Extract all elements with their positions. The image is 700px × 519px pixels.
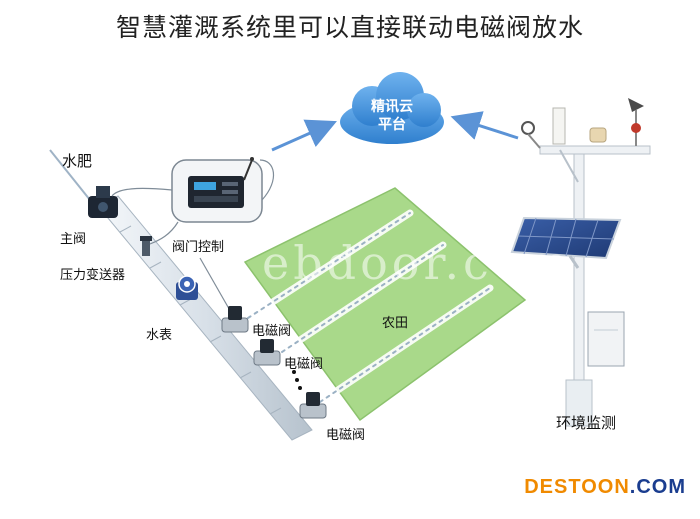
label-main-valve: 主阀 <box>60 232 87 247</box>
valve-icon <box>253 339 281 366</box>
more-valves-dots <box>292 370 302 390</box>
valve-icon <box>221 306 249 333</box>
label-solenoid-valve-3: 电磁阀 <box>326 428 366 443</box>
antenna-icon <box>243 157 254 181</box>
drip-lines <box>244 209 494 406</box>
label-valve-control: 阀门控制 <box>172 240 225 255</box>
watermark: ebdoor.com <box>262 236 573 290</box>
label-water-fertilizer: 水肥 <box>62 152 93 170</box>
cloud-line-2: 平台 <box>378 117 406 133</box>
page-title: 智慧灌溉系统里可以直接联动电磁阀放水 <box>115 13 584 42</box>
cloud-icon <box>340 72 444 144</box>
label-farmland: 农田 <box>382 316 409 331</box>
valve-icon <box>299 392 327 419</box>
solar-panel-icon <box>510 216 622 269</box>
brand-logo: DESTOON.COM <box>524 476 686 499</box>
label-pressure-transmitter: 压力变送器 <box>60 268 126 283</box>
label-environment-monitoring: 环境监测 <box>556 414 617 432</box>
pressure-transmitter-icon <box>140 236 152 256</box>
controller-icon <box>171 159 263 223</box>
inlet-pipe <box>49 149 91 201</box>
main-valve-icon <box>88 186 118 218</box>
brand-part-1: DESTOON <box>524 476 630 498</box>
farmland-field <box>243 187 527 422</box>
label-solenoid-valve-1: 电磁阀 <box>252 324 292 339</box>
arrow-to-cloud-left <box>271 119 337 152</box>
weather-station-icon <box>521 98 651 427</box>
brand-part-2: .COM <box>629 476 686 498</box>
arrow-to-cloud-right <box>450 111 519 140</box>
cloud-platform-label: 精讯云 平台 <box>352 98 432 134</box>
control-wires <box>111 159 274 315</box>
water-meter-icon <box>176 275 198 300</box>
cloud-line-1: 精讯云 <box>371 99 413 115</box>
label-water-meter: 水表 <box>146 328 173 343</box>
label-solenoid-valve-2: 电磁阀 <box>284 357 324 372</box>
main-pipe <box>97 195 313 441</box>
